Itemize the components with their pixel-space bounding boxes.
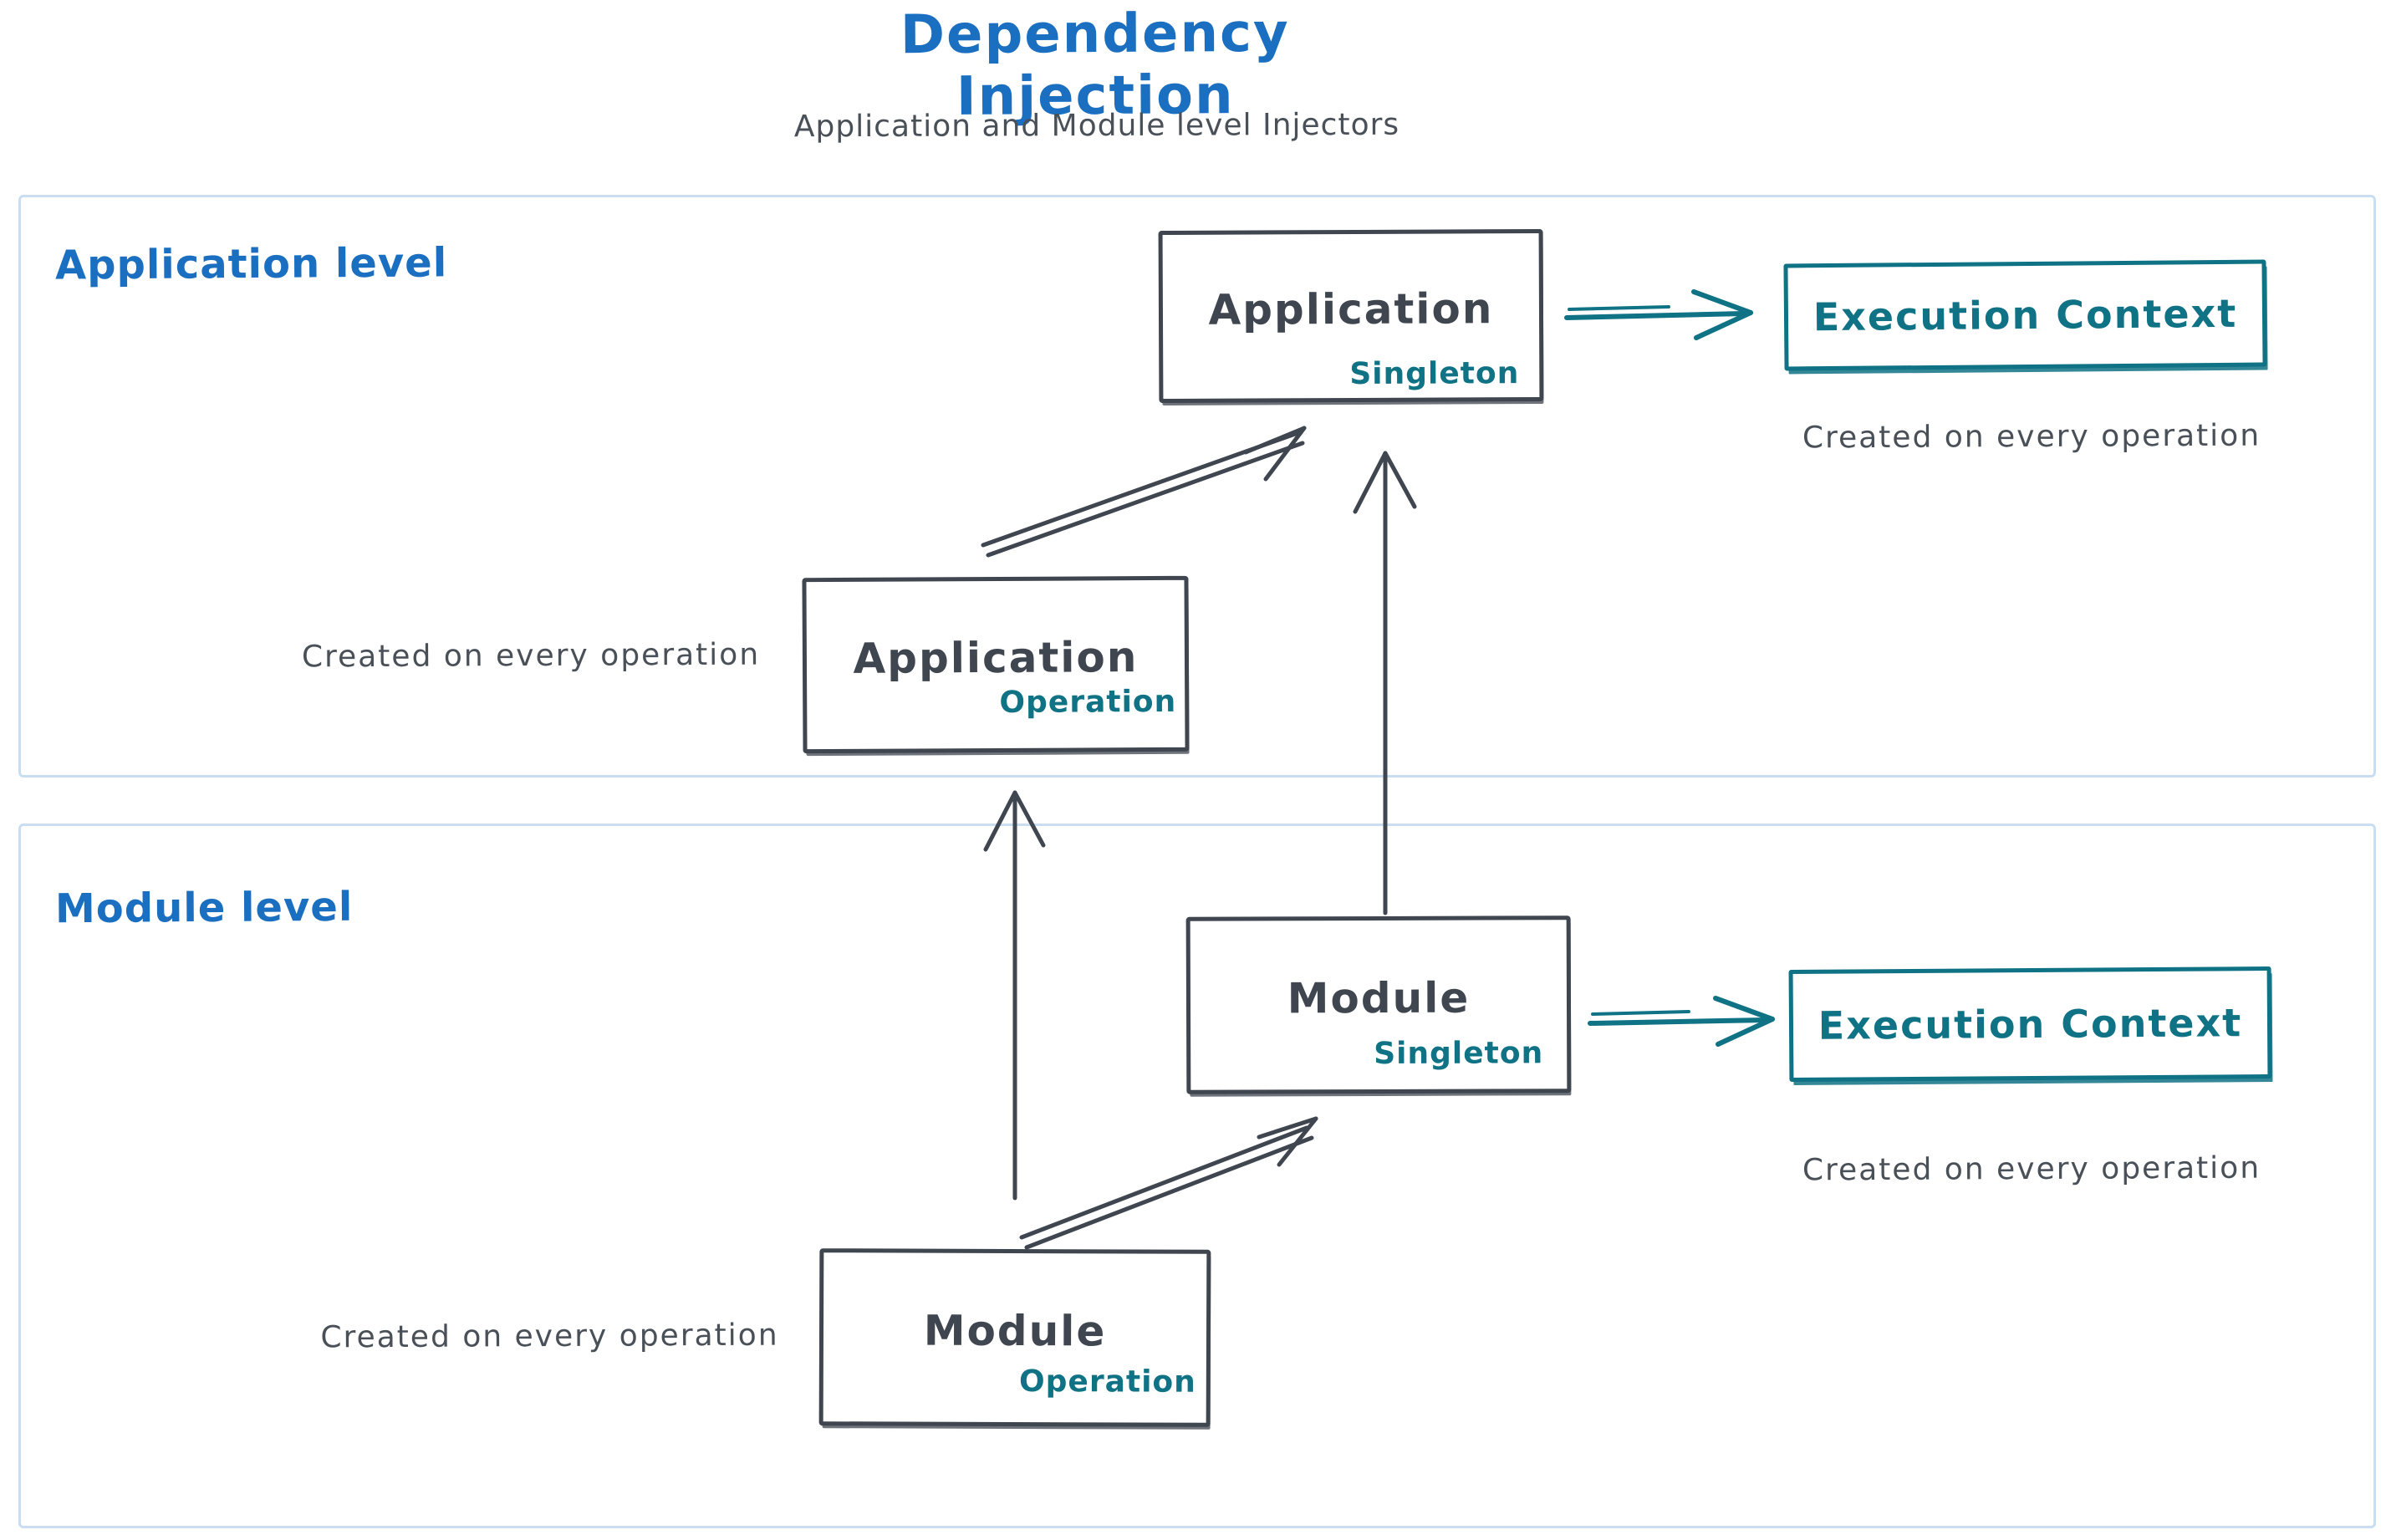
module-level-label: Module level <box>54 883 354 933</box>
node-application-singleton: Application Singleton <box>1158 228 1544 404</box>
node-title: Module <box>1287 973 1471 1023</box>
node-module-singleton: Module Singleton <box>1185 915 1572 1094</box>
node-tag-singleton: Singleton <box>1349 356 1520 392</box>
page-subtitle: Application and Module level Injectors <box>793 107 1400 145</box>
node-title: Module <box>923 1306 1107 1356</box>
node-tag-operation: Operation <box>999 684 1177 720</box>
node-title: Execution Context <box>1818 1000 2243 1048</box>
caption-module-operation: Created on every operation <box>320 1318 779 1355</box>
node-title: Execution Context <box>1812 290 2238 340</box>
node-title: Application <box>853 633 1139 683</box>
caption-app-operation: Created on every operation <box>301 637 761 675</box>
node-module-operation: Module Operation <box>818 1248 1211 1427</box>
application-level-label: Application level <box>54 239 448 289</box>
node-tag-singleton: Singleton <box>1374 1036 1544 1072</box>
node-application-operation: Application Operation <box>802 575 1190 754</box>
caption-execution-context-module: Created on every operation <box>1802 1150 2261 1188</box>
module-level-container <box>18 824 2376 1528</box>
node-execution-context-application: Execution Context <box>1783 259 2267 371</box>
node-tag-operation: Operation <box>1018 1364 1196 1400</box>
application-level-container <box>18 195 2376 778</box>
node-title: Application <box>1208 284 1494 334</box>
caption-execution-context-application: Created on every operation <box>1802 418 2261 456</box>
node-execution-context-module: Execution Context <box>1788 966 2272 1083</box>
